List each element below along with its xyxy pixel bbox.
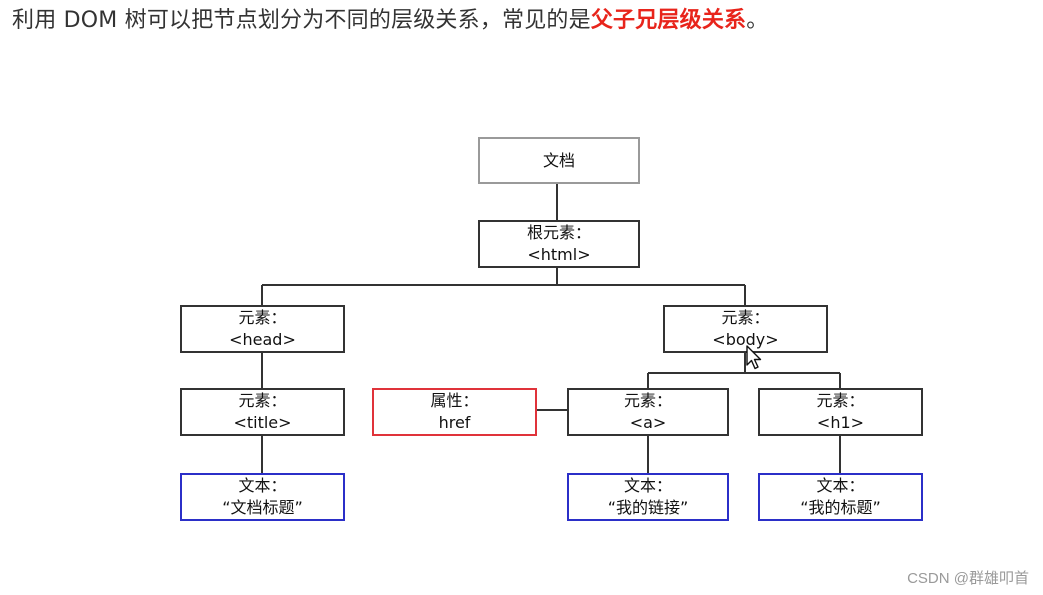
node-h1-tag: <h1> — [816, 413, 865, 432]
node-h1-label: 元素： — [816, 391, 865, 410]
node-text-h1-value: “我的标题” — [800, 498, 881, 517]
node-text-link-value: “我的链接” — [607, 498, 689, 517]
node-root-tag: <html> — [527, 245, 591, 264]
node-text-title-label: 文本： — [238, 476, 287, 495]
node-a-tag: <a> — [629, 413, 667, 432]
node-document: 文档 — [478, 137, 640, 184]
node-attr-label: 属性： — [430, 391, 479, 410]
mouse-pointer-icon — [746, 345, 762, 370]
node-text-h1: 文本： “我的标题” — [758, 473, 923, 521]
node-text-title: 文本： “文档标题” — [180, 473, 345, 521]
node-title-tag: <title> — [233, 413, 292, 432]
node-head-tag: <head> — [229, 330, 296, 349]
node-document-label: 文档 — [542, 150, 575, 170]
node-root-label: 根元素： — [526, 223, 591, 242]
heading-suffix: 。 — [746, 8, 769, 33]
node-body-label: 元素： — [721, 308, 770, 327]
node-text-title-value: “文档标题” — [222, 498, 303, 517]
page-heading: 利用 DOM 树可以把节点划分为不同的层级关系，常见的是父子兄层级关系。 — [12, 2, 768, 34]
node-body: 元素： <body> — [663, 305, 828, 353]
node-h1: 元素： <h1> — [758, 388, 923, 436]
node-text-link-label: 文本： — [623, 476, 672, 495]
node-text-link: 文本： “我的链接” — [567, 473, 729, 521]
node-attr-value: href — [438, 413, 471, 432]
node-title: 元素： <title> — [180, 388, 345, 436]
node-body-tag: <body> — [712, 330, 779, 349]
node-attribute-href: 属性： href — [372, 388, 537, 436]
node-head-label: 元素： — [238, 308, 287, 327]
heading-text: 利用 DOM 树可以把节点划分为不同的层级关系，常见的是 — [12, 8, 591, 33]
node-title-label: 元素： — [238, 391, 287, 410]
watermark: CSDN @群雄叩首 — [907, 570, 1029, 587]
node-a: 元素： <a> — [567, 388, 729, 436]
node-root-html: 根元素： <html> — [478, 220, 640, 268]
node-a-label: 元素： — [623, 391, 672, 410]
heading-highlight: 父子兄层级关系 — [590, 8, 747, 33]
node-text-h1-label: 文本： — [816, 476, 865, 495]
node-head: 元素： <head> — [180, 305, 345, 353]
